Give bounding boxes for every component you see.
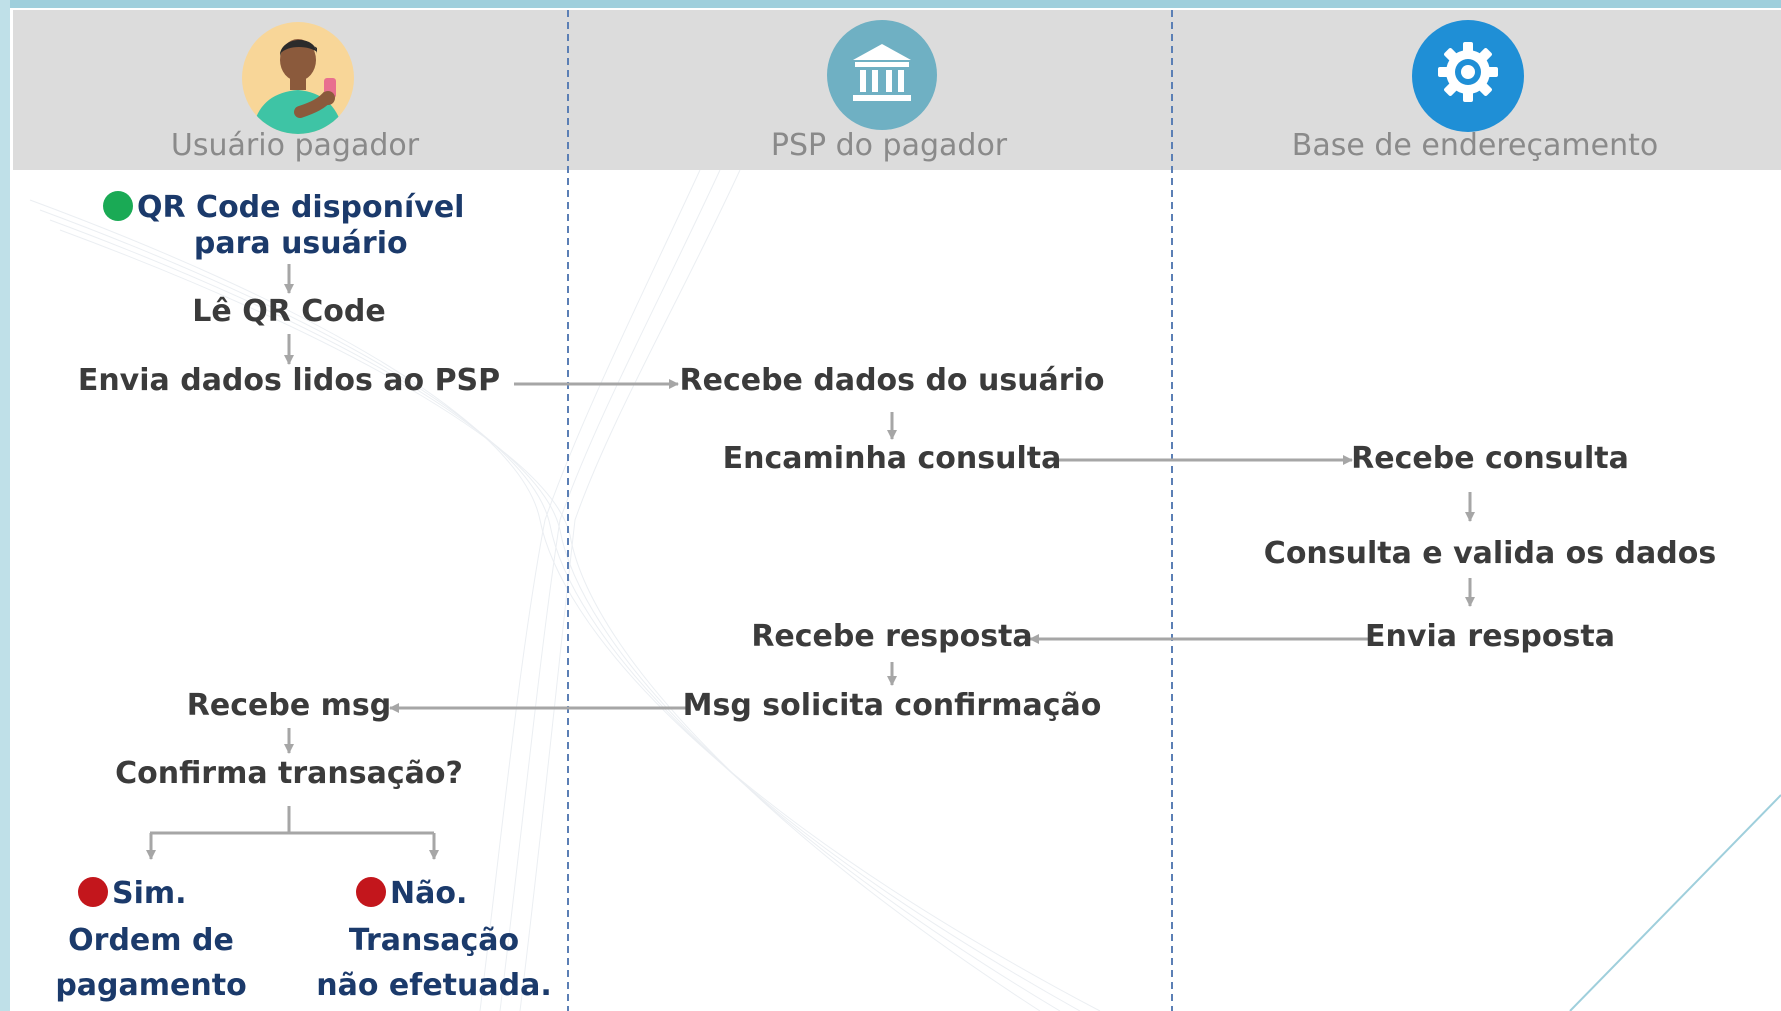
lane-title-usuario-pagador: Usuário pagador bbox=[170, 128, 420, 163]
outcome-yes-text: Ordem de pagamento bbox=[55, 918, 246, 1008]
step-confirm-question: Confirma transação? bbox=[115, 756, 463, 791]
step-msg-confirmation: Msg solicita confirmação bbox=[682, 688, 1102, 723]
end-dot-no bbox=[356, 877, 386, 907]
noText-line: não efetuada. bbox=[316, 968, 552, 1003]
step-receives-response: Recebe resposta bbox=[751, 619, 1033, 654]
step-sends-data: Envia dados lidos ao PSP bbox=[77, 363, 501, 398]
outcome-no-title: Não. bbox=[390, 876, 468, 911]
outcome-yes: Sim. bbox=[78, 876, 187, 912]
lane-title-base-de-enderecamento: Base de endereçamento bbox=[1291, 128, 1659, 163]
step-receives-query: Recebe consulta bbox=[1351, 441, 1629, 476]
outcome-yes-title: Sim. bbox=[112, 876, 187, 911]
step-validates-data: Consulta e valida os dados bbox=[1263, 536, 1717, 571]
bank-icon bbox=[827, 20, 937, 130]
yesText-line: Ordem de bbox=[68, 923, 234, 958]
start-dot bbox=[103, 191, 133, 221]
left-border bbox=[0, 0, 10, 1011]
noText-line: Transação bbox=[348, 923, 520, 958]
qrText-line: QR Code disponível bbox=[137, 190, 465, 225]
outcome-no: Não. bbox=[356, 876, 467, 912]
step-receives-msg: Recebe msg bbox=[186, 688, 392, 723]
step-forwards-query: Encaminha consulta bbox=[722, 441, 1062, 476]
lane-title-psp-do-pagador: PSP do pagador bbox=[770, 128, 1008, 163]
step-reads-qr: Lê QR Code bbox=[192, 294, 386, 329]
qrText-line: para usuário bbox=[193, 226, 408, 261]
top-border bbox=[0, 0, 1781, 8]
end-dot-yes bbox=[78, 877, 108, 907]
person-with-phone-icon bbox=[242, 22, 354, 134]
gear-icon bbox=[1412, 20, 1524, 132]
step-receives-user-data: Recebe dados do usuário bbox=[679, 363, 1105, 398]
step-sends-response: Envia resposta bbox=[1365, 619, 1615, 654]
outcome-no-text: Transação não efetuada. bbox=[316, 918, 551, 1008]
yesText-line: pagamento bbox=[55, 968, 247, 1003]
